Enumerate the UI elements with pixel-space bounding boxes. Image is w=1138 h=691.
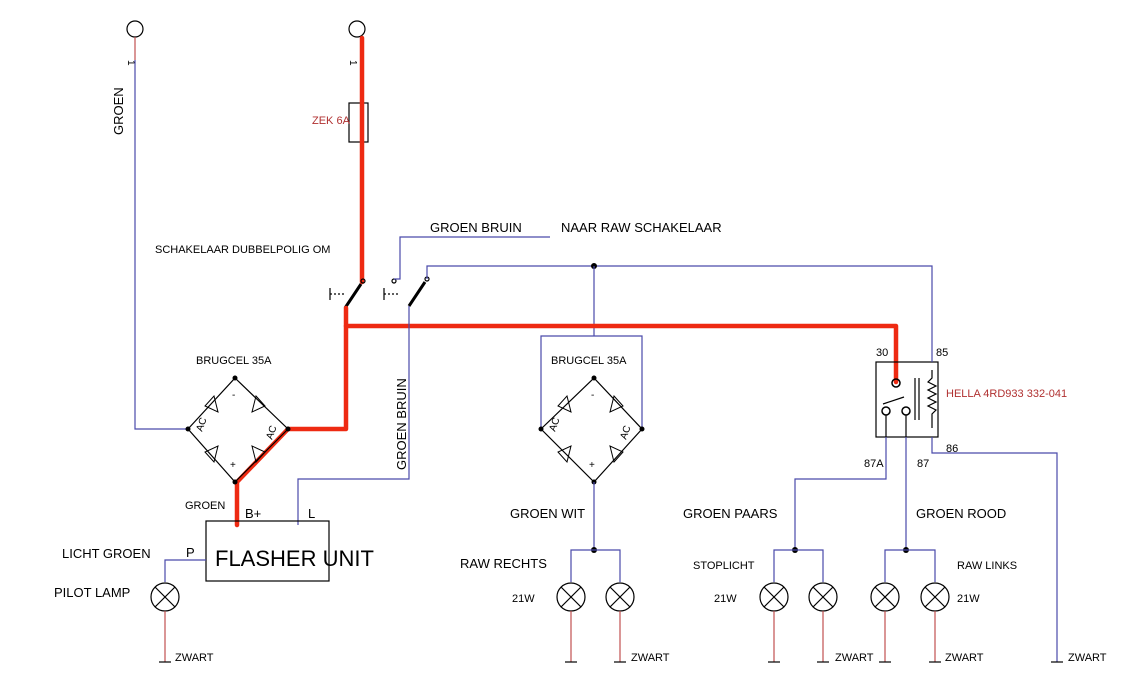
flasher-l: L [308,506,315,521]
flasher-p: P [186,545,195,560]
wire-groen-bruin [297,306,410,525]
connector-left-pin: 1 [125,60,136,66]
flasher-unit [205,520,330,582]
svg-text:-: - [232,390,235,401]
flasher-b-plus: B+ [245,506,261,521]
fuse-label: ZEK 6A [312,115,351,127]
ground-label-4: ZWART [945,652,984,664]
wire-groen-bruin-top [394,236,550,280]
wire-licht-groen [164,559,206,582]
lamp-stoplicht-1 [759,582,789,663]
relay-pin-85: 85 [936,347,948,359]
relay-internals [881,370,938,437]
ground-label-3: ZWART [835,652,874,664]
wire-label-groen-bruin-vert: GROEN BRUIN [394,378,409,470]
ground-label-5: ZWART [1068,652,1107,664]
svg-text:-: - [591,390,594,401]
relay-part-label: HELLA 4RD933 332-041 [946,388,1067,400]
label-naar-raw: NAAR RAW SCHAKELAAR [561,220,722,235]
switch-double-pole [329,276,430,309]
relay-pin-87a: 87A [864,458,884,470]
connector-right-pin: 1 [347,60,358,66]
lamp-raw-links-1 [870,582,900,663]
bridge-left-label: BRUGCEL 35A [196,355,272,367]
svg-text:+: + [230,460,236,471]
wire-label-groen-paars: GROEN PAARS [683,506,778,521]
raw-links-watt: 21W [957,593,980,605]
relay-pin-87: 87 [917,458,929,470]
wire-label-groen-bruin-top: GROEN BRUIN [430,220,522,235]
pilot-lamp-label: PILOT LAMP [54,585,130,600]
connector-left: 1 [125,20,144,66]
bridge-rectifier-middle: - + AC AC [538,375,645,485]
svg-text:AC: AC [194,416,209,433]
relay-pin-86: 86 [946,443,958,455]
wire-label-groen-rood: GROEN ROOD [916,506,1006,521]
lamp-raw-rechts-1 [556,582,586,663]
ground-label-2: ZWART [631,652,670,664]
pilot-lamp [150,582,180,663]
wire-groen-paars [794,437,887,550]
raw-links-label: RAW LINKS [957,560,1017,572]
flasher-label: FLASHER UNIT [215,546,374,571]
ground-label-1: ZWART [175,652,214,664]
bridge-rectifier-left: - + AC AC [185,375,291,485]
svg-text:+: + [589,460,595,471]
wire-relay-86 [931,437,1058,662]
switch-label: SCHAKELAAR DUBBELPOLIG OM [155,244,330,256]
wire-label-groen-flasher: GROEN [185,500,225,512]
lamp-stoplicht-2 [808,582,838,663]
bridge-mid-label: BRUGCEL 35A [551,355,627,367]
raw-rechts-label: RAW RECHTS [460,556,547,571]
wire-label-groen-top: GROEN [111,87,126,135]
wire-label-groen-wit: GROEN WIT [510,506,585,521]
hot-wire-main [343,305,899,385]
connector-right: 1 [347,20,366,66]
lamp-raw-rechts-2 [605,582,635,663]
raw-rechts-watt: 21W [512,593,535,605]
stoplicht-watt: 21W [714,593,737,605]
svg-text:AC: AC [547,416,562,433]
relay-pin-30: 30 [876,347,888,359]
svg-text:AC: AC [618,424,633,441]
relay [875,361,939,438]
svg-text:AC: AC [264,424,279,441]
wire-label-licht-groen: LICHT GROEN [62,546,151,561]
wire-groen [134,60,188,430]
stoplicht-label: STOPLICHT [693,560,755,572]
fuse [348,102,369,143]
wire-to-relay-85 [426,265,933,350]
lamp-raw-links-2 [920,582,950,663]
